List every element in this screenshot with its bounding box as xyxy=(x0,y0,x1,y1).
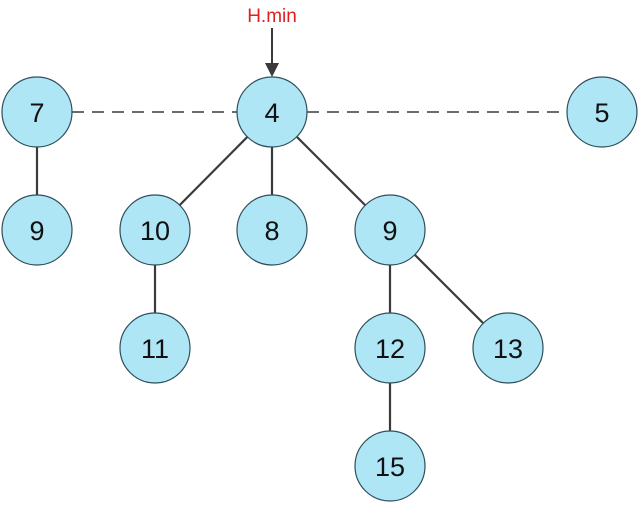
heap-node: 9 xyxy=(1,194,73,266)
node-label: 5 xyxy=(594,98,609,128)
node-circle xyxy=(1,194,73,266)
node-circle xyxy=(236,76,308,148)
min-pointer: H.min xyxy=(247,6,297,77)
node-circle xyxy=(236,194,308,266)
heap-node: 12 xyxy=(354,312,426,384)
node-label: 11 xyxy=(141,334,169,364)
heap-node: 13 xyxy=(472,312,544,384)
node-circle xyxy=(354,312,426,384)
node-label: 15 xyxy=(375,452,405,482)
heap-node: 9 xyxy=(354,194,426,266)
node-label: 12 xyxy=(375,334,405,364)
node-label: 8 xyxy=(264,216,279,246)
node-label: 10 xyxy=(140,216,170,246)
heap-node: 4 xyxy=(236,76,308,148)
heap-node: 11 xyxy=(119,312,191,384)
links-layer xyxy=(35,111,567,466)
node-circle xyxy=(472,312,544,384)
heap-node: 8 xyxy=(236,194,308,266)
heap-node: 7 xyxy=(1,76,73,148)
node-label: 9 xyxy=(29,216,44,246)
node-label: 13 xyxy=(493,334,523,364)
node-label: 9 xyxy=(382,216,397,246)
node-circle xyxy=(566,76,638,148)
node-label: 7 xyxy=(29,98,44,128)
node-circle xyxy=(1,76,73,148)
node-circle xyxy=(119,312,191,384)
node-circle xyxy=(354,430,426,502)
heap-node: 5 xyxy=(566,76,638,148)
heap-node: 15 xyxy=(354,430,426,502)
heap-node: 10 xyxy=(119,194,191,266)
min-pointer-arrowhead xyxy=(265,63,279,77)
node-circle xyxy=(354,194,426,266)
node-circle xyxy=(119,194,191,266)
node-label: 4 xyxy=(264,98,279,128)
nodes-layer: 7 4 5 9 10 8 9 11 12 13 15 xyxy=(1,76,638,502)
min-pointer-label: H.min xyxy=(247,6,297,27)
